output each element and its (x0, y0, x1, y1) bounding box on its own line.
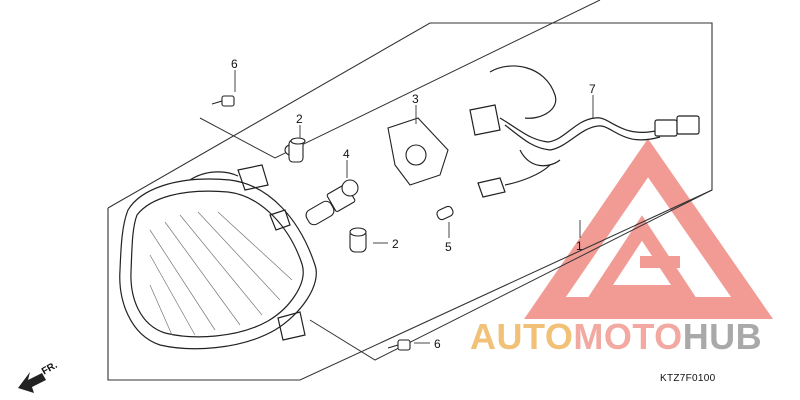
bulb-retainer (387, 117, 449, 186)
watermark-auto: AUTO (470, 316, 574, 357)
diagram-code: KTZ7F0100 (660, 373, 716, 384)
callout-2-lower: 2 (392, 237, 399, 251)
callout-6-upper: 6 (231, 57, 238, 71)
callout-6-lower: 6 (434, 337, 441, 351)
mounting-bolt-lower (387, 339, 411, 351)
callout-7: 7 (589, 82, 596, 96)
wire-harness (469, 65, 700, 198)
socket-cap-lower (349, 227, 367, 253)
callout-4: 4 (343, 147, 350, 161)
headlight-bulb (305, 179, 359, 226)
automotohub-watermark: AUTOMOTOHUB (470, 316, 762, 358)
front-arrow-icon (18, 372, 46, 393)
callout-2-upper: 2 (296, 112, 303, 126)
sub-assembly-border (199, 0, 601, 159)
sub-assembly-border-lower (309, 189, 713, 361)
callout-3: 3 (412, 92, 419, 106)
leader-lines (234, 70, 594, 344)
watermark-moto: MOTO (573, 316, 683, 357)
callout-1: 1 (576, 239, 583, 253)
position-bulb (436, 205, 454, 221)
automotohub-logo-mark (524, 138, 774, 319)
mounting-bolt-upper (211, 95, 235, 107)
socket-cap-upper (284, 137, 306, 163)
watermark-hub: HUB (682, 316, 763, 357)
headlight-unit (119, 164, 317, 350)
callout-5: 5 (445, 240, 452, 254)
